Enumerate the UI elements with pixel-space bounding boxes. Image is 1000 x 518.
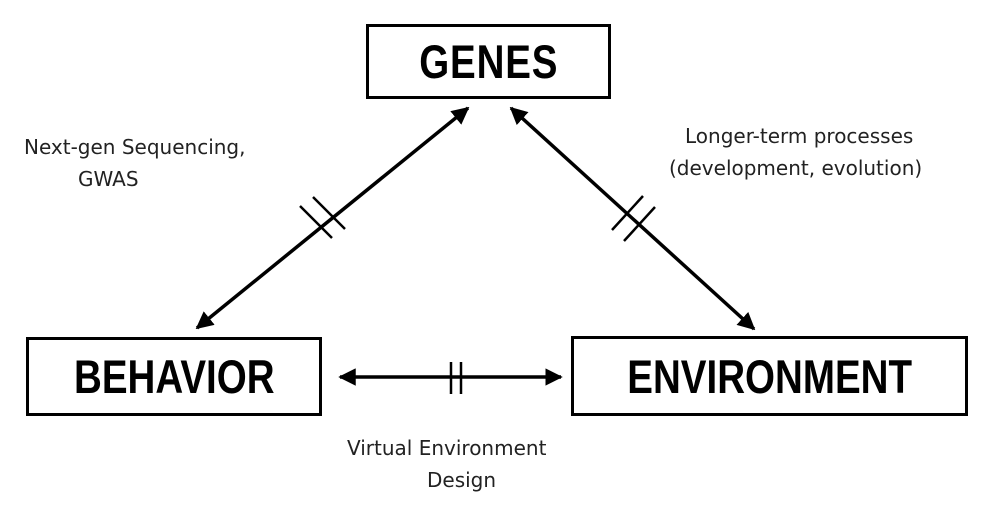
behavior-environment-label-line-1: Virtual Environment — [347, 436, 547, 460]
behavior-node-label: BEHAVIOR — [73, 350, 275, 403]
genes-behavior-edge-label: Next-gen Sequencing, GWAS — [24, 131, 245, 195]
genes-behavior-label-line-1: Next-gen Sequencing, — [24, 135, 246, 159]
genes-node: GENES — [366, 24, 611, 99]
environment-node-label: ENVIRONMENT — [627, 349, 912, 403]
break-mark-behavior-environment — [449, 362, 463, 394]
genes-behavior-label-line-2: GWAS — [78, 167, 139, 191]
behavior-node: BEHAVIOR — [26, 337, 322, 416]
genes-environment-edge-label: Longer-term processes (development, evol… — [669, 120, 922, 184]
behavior-environment-label-line-2: Design — [427, 468, 497, 492]
genes-node-label: GENES — [418, 35, 559, 88]
genes-environment-label-line-1: Longer-term processes — [685, 124, 914, 148]
arrow-genes-environment — [509, 106, 756, 331]
break-mark-genes-environment — [611, 195, 656, 242]
break-mark-genes-behavior — [299, 196, 346, 239]
behavior-environment-edge-label: Virtual Environment Design — [347, 432, 546, 496]
environment-node: ENVIRONMENT — [571, 336, 968, 416]
genes-environment-label-line-2: (development, evolution) — [669, 156, 923, 180]
